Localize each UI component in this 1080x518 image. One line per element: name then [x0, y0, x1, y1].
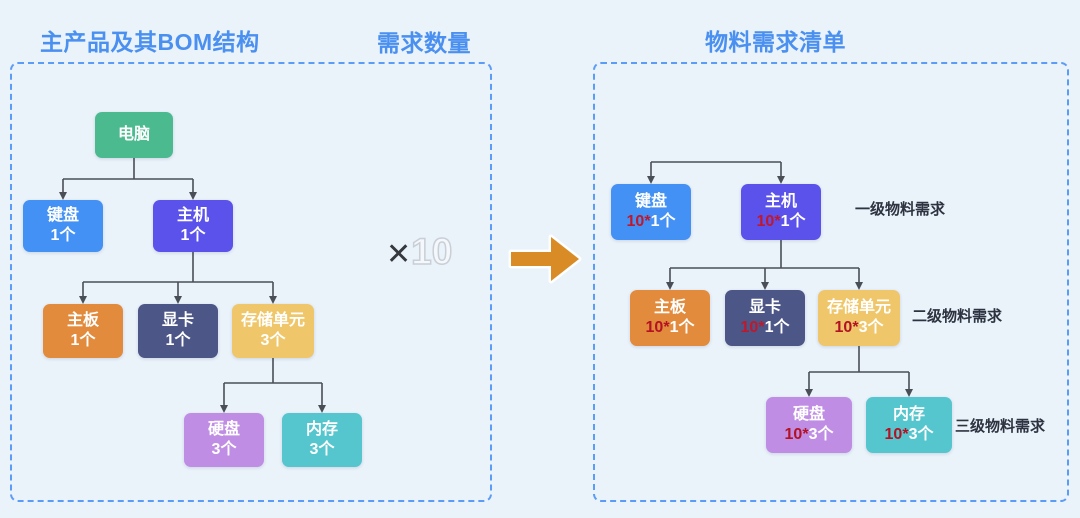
node-label: 存储单元 [240, 312, 305, 330]
node-label: 电脑 [117, 126, 150, 144]
node-qty: 10*3个 [785, 425, 834, 445]
node-multiplier: 10* [645, 319, 670, 336]
demand-node-memory[interactable]: 内存 10*3个 [866, 397, 952, 453]
node-multiplier: 10* [884, 426, 909, 443]
node-multiplier: 10* [626, 213, 651, 230]
level-label-1: 一级物料需求 [855, 201, 946, 218]
node-multiplier: 10* [756, 213, 781, 230]
node-qty: 10*1个 [627, 212, 676, 232]
node-label: 显卡 [161, 312, 194, 330]
node-qty-value: 1个 [764, 319, 790, 336]
node-qty-value: 1个 [780, 213, 806, 230]
node-multiplier: 10* [834, 319, 859, 336]
node-keyboard[interactable]: 键盘 1个 [23, 200, 103, 252]
bom-structure-panel [10, 62, 492, 502]
node-qty: 10*1个 [646, 318, 695, 338]
node-qty: 10*3个 [885, 425, 934, 445]
multiplier-value: 10 [410, 231, 453, 272]
node-qty-value: 3个 [908, 426, 934, 443]
node-qty: 10*3个 [835, 318, 884, 338]
multiply-icon: ✕ [386, 238, 412, 271]
demand-node-host[interactable]: 主机 10*1个 [741, 184, 821, 240]
node-qty: 10*1个 [757, 212, 806, 232]
node-label: 主板 [66, 312, 99, 330]
node-qty-value: 1个 [650, 213, 676, 230]
node-label: 内存 [892, 406, 925, 424]
right-arrow-icon [508, 234, 582, 284]
node-label: 键盘 [634, 193, 667, 211]
node-label: 键盘 [46, 207, 79, 225]
node-label: 硬盘 [792, 406, 825, 424]
node-label: 硬盘 [207, 421, 240, 439]
node-qty: 1个 [165, 332, 191, 349]
node-computer[interactable]: 电脑 [95, 112, 173, 158]
node-qty: 1个 [70, 332, 96, 349]
node-label: 存储单元 [826, 299, 891, 317]
node-gpu[interactable]: 显卡 1个 [138, 304, 218, 358]
node-qty: 1个 [50, 227, 76, 244]
node-qty: 10*1个 [741, 318, 790, 338]
node-disk[interactable]: 硬盘 3个 [184, 413, 264, 467]
node-host[interactable]: 主机 1个 [153, 200, 233, 252]
demand-node-storage-unit[interactable]: 存储单元 10*3个 [818, 290, 900, 346]
node-qty-value: 3个 [858, 319, 884, 336]
node-label: 主板 [653, 299, 686, 317]
node-multiplier: 10* [740, 319, 765, 336]
node-label: 主机 [176, 207, 209, 225]
demand-node-keyboard[interactable]: 键盘 10*1个 [611, 184, 691, 240]
node-memory[interactable]: 内存 3个 [282, 413, 362, 467]
node-qty: 3个 [260, 332, 286, 349]
level-label-2: 二级物料需求 [912, 308, 1003, 325]
multiplier-badge: ✕10 [386, 231, 453, 272]
node-qty: 1个 [180, 227, 206, 244]
node-qty: 3个 [309, 441, 335, 458]
node-label: 主机 [764, 193, 797, 211]
material-demand-panel [593, 62, 1069, 502]
node-qty-value: 3个 [808, 426, 834, 443]
node-storage-unit[interactable]: 存储单元 3个 [232, 304, 314, 358]
demand-node-gpu[interactable]: 显卡 10*1个 [725, 290, 805, 346]
level-label-3: 三级物料需求 [955, 418, 1046, 435]
panel-title-quantity: 需求数量 [377, 30, 471, 56]
node-qty-value: 1个 [669, 319, 695, 336]
panel-title-left: 主产品及其BOM结构 [40, 29, 260, 55]
node-multiplier: 10* [784, 426, 809, 443]
demand-node-disk[interactable]: 硬盘 10*3个 [766, 397, 852, 453]
node-label: 内存 [305, 421, 338, 439]
node-mainboard[interactable]: 主板 1个 [43, 304, 123, 358]
demand-node-mainboard[interactable]: 主板 10*1个 [630, 290, 710, 346]
node-label: 显卡 [748, 299, 781, 317]
node-qty: 3个 [211, 441, 237, 458]
panel-title-right: 物料需求清单 [705, 29, 846, 55]
